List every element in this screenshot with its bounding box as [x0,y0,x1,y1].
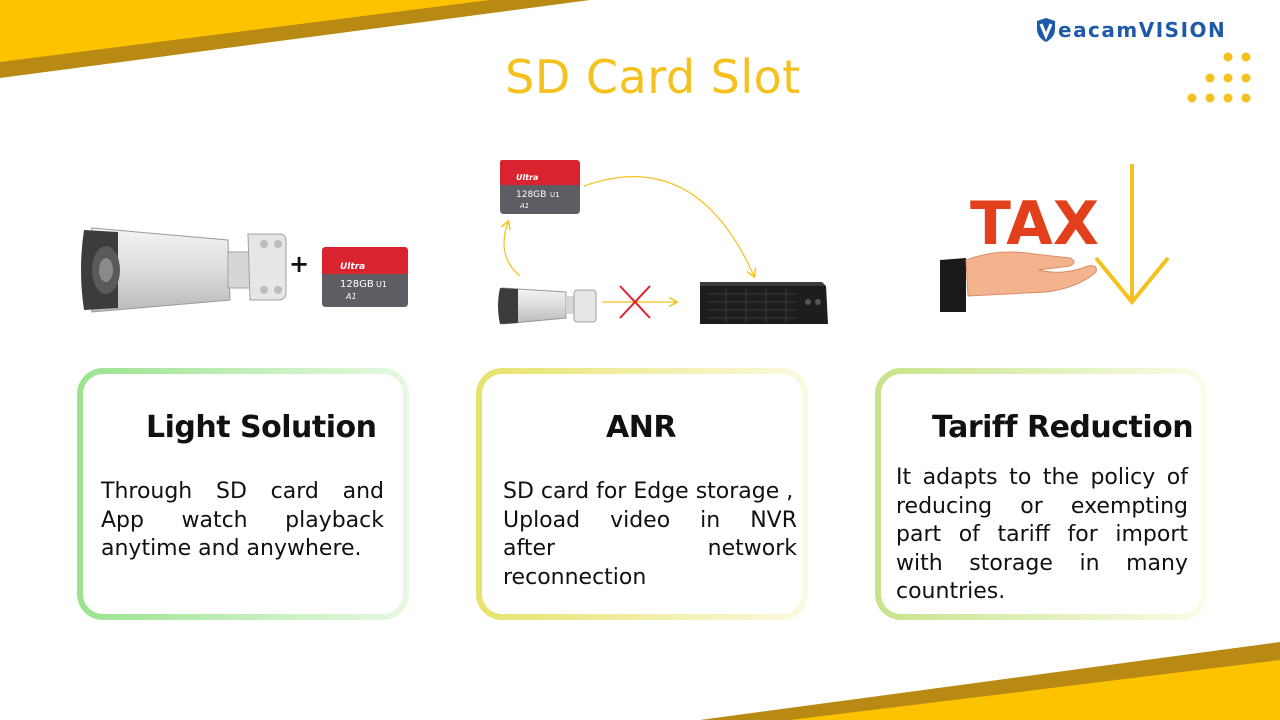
feature-card-light-solution: Light Solution Through SD card and App w… [77,368,409,620]
card-text-line: It adapts to the policy of [896,465,1188,490]
card-body-text: SD card for Edge storage , Upload video … [503,478,797,592]
svg-text:U1: U1 [550,191,560,199]
card-text-line: Through SD card and [101,479,384,504]
blocked-cross-icon [619,285,651,319]
card-title: Tariff Reduction [932,410,1194,445]
card-body-text: Through SD card and App watch playback a… [101,478,384,564]
open-hand-icon [940,251,1097,312]
tax-reduction-illustration: TAX [940,164,1170,312]
feature-card-tariff-reduction: Tariff Reduction It adapts to the policy… [875,368,1207,620]
card-text-line: anytime and anywhere. [101,536,362,561]
svg-text:128GB: 128GB [516,190,546,200]
sd-app-label: A1 [345,292,357,301]
anr-sd-card: Ultra 128GB U1 A1 [500,160,580,214]
sd-speed-label: U1 [376,280,387,289]
svg-text:Ultra: Ultra [516,173,538,182]
svg-text:A1: A1 [519,202,529,210]
sd-card-illustration: Ultra 128GB U1 A1 [322,247,408,307]
sd-capacity-label: 128GB [340,279,374,290]
tax-label: TAX [970,189,1099,259]
bullet-camera-illustration [81,227,287,313]
card-title: ANR [606,410,676,445]
card-text-line: with storage in many [896,550,1188,576]
card-text-line: reconnection [503,564,647,590]
card-text-line: App watch playback [101,507,384,533]
brand-logo: eacamVISION [1036,16,1226,44]
shield-v-icon [1037,18,1055,42]
card-text-line: part of tariff for import [896,522,1188,547]
anr-flow-diagram: Ultra 128GB U1 A1 [498,160,828,325]
nvr-device [700,282,828,324]
dot-grid-decoration [1187,52,1251,103]
feature-card-anr: ANR SD card for Edge storage , Upload vi… [476,368,808,620]
plus-sign: + [289,250,310,278]
card-text-line: countries. [896,579,1006,604]
card-text-line: Upload video in NVR [503,507,797,533]
anr-camera [498,287,597,325]
card-text-line: SD card for Edge storage , [503,479,794,504]
slide-title: SD Card Slot [505,50,801,104]
card-text-line: reducing or exempting [896,493,1188,519]
arrow-down-icon [1094,164,1170,306]
brand-name: eacamVISION [1058,18,1227,42]
card-text-line: after network [503,536,797,561]
card-title: Light Solution [146,410,377,445]
sd-brand-label: Ultra [340,262,365,272]
card-body-text: It adapts to the policy of reducing or e… [896,464,1188,607]
